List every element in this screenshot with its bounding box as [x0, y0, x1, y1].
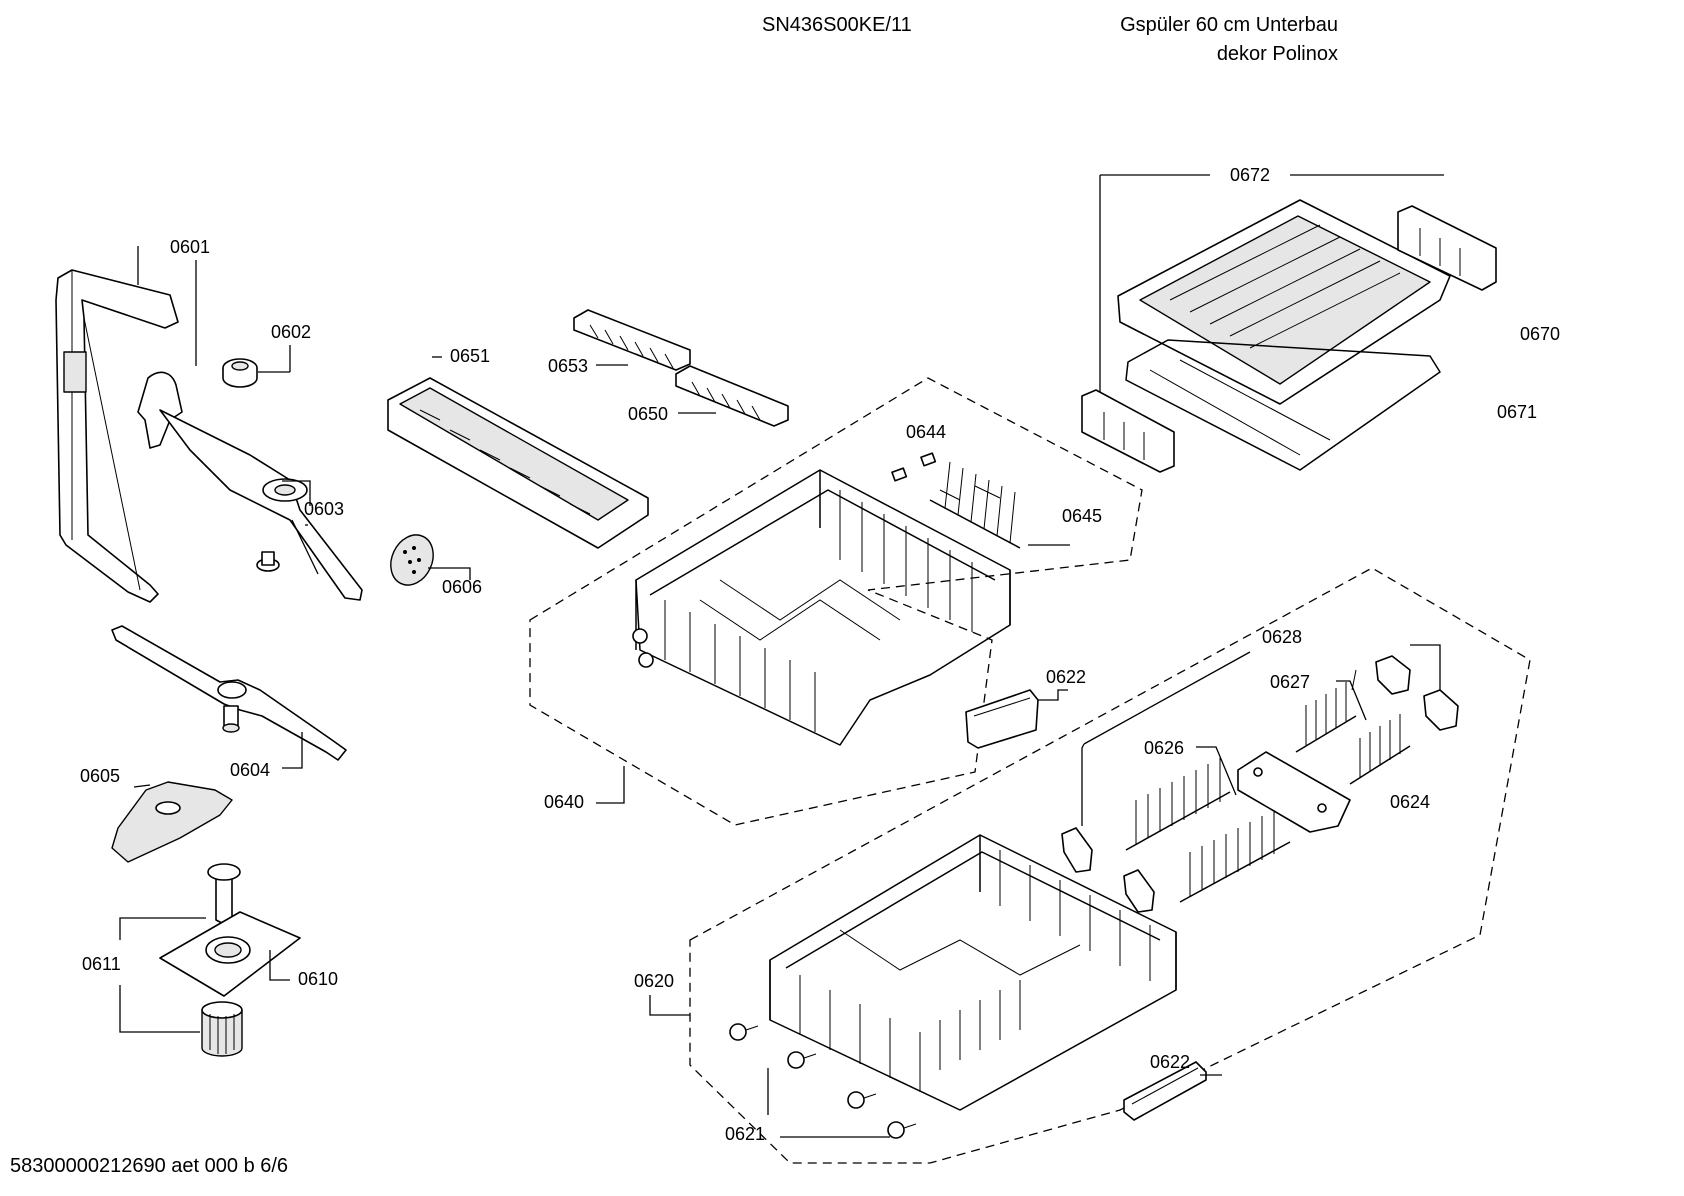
leader-0620: [649, 995, 690, 1016]
description-line-2: dekor Polinox: [1217, 43, 1338, 65]
part-0606-cap: [390, 534, 434, 586]
part-0653-rack-insert: [573, 309, 691, 371]
label-0620: 0620: [634, 971, 674, 991]
label-0602: 0602: [271, 322, 311, 342]
leader-0603-a: [282, 480, 311, 506]
part-lower-basket-clips: [1061, 827, 1155, 913]
part-0671-bracket: [1081, 389, 1175, 473]
part-0670-bracket: [1397, 205, 1497, 291]
leader-0626: [1196, 746, 1237, 796]
label-0651: 0651: [450, 346, 490, 366]
label-0603: 0603: [304, 499, 344, 519]
part-0651-cutlery-insert: [387, 377, 649, 549]
part-0650-rack-insert: [675, 365, 789, 427]
part-0604-lower-spray-arm: [111, 625, 347, 761]
model-number: SN436S00KE/11: [762, 14, 912, 36]
part-0620-lower-basket: [769, 834, 1177, 1111]
label-0624: 0624: [1390, 792, 1430, 812]
label-0627: 0627: [1270, 672, 1310, 692]
part-0610-filter-plate: [159, 863, 301, 997]
label-0601: 0601: [170, 237, 210, 257]
leader-0603-c: [291, 519, 319, 575]
lower-basket-group-outline: [689, 567, 1531, 1164]
leader-0624-clip: [1410, 644, 1441, 690]
part-0626-tine-rack: [1125, 758, 1291, 903]
part-0605-fine-filter: [111, 781, 233, 863]
part-0624-tine-rack: [1349, 714, 1411, 785]
part-0622-handle-upper: [965, 689, 1039, 749]
leader-0606: [428, 567, 471, 580]
upper-basket-group-outline: [529, 377, 1143, 826]
part-0644-clips: [891, 452, 937, 482]
part-0611-cylinder-filter: [201, 1001, 243, 1057]
label-0671: 0671: [1497, 402, 1537, 422]
part-upper-spray-arm: [137, 371, 363, 601]
leader-0610: [269, 950, 290, 981]
label-0622-lower: 0622: [1150, 1052, 1190, 1072]
label-0610: 0610: [298, 969, 338, 989]
leader-0627: [1336, 680, 1367, 721]
label-0628: 0628: [1262, 627, 1302, 647]
leader-0611-top: [119, 917, 206, 940]
leader-lower-clip: [1081, 743, 1085, 826]
part-0672-third-rack: [1117, 199, 1451, 471]
label-0604: 0604: [230, 760, 270, 780]
label-0653: 0653: [548, 356, 588, 376]
description-line-1: Gspüler 60 cm Unterbau: [1120, 14, 1338, 36]
part-0628-holder: [1237, 751, 1351, 833]
part-0627-tine-rack: [1295, 669, 1357, 753]
label-0640: 0640: [544, 792, 584, 812]
part-0645-tine-rack: [929, 461, 1021, 549]
label-0626: 0626: [1144, 738, 1184, 758]
leader-0605: [133, 784, 151, 788]
part-0624-clip-upper: [1375, 655, 1459, 731]
part-0601-supply-pipe: [55, 269, 179, 603]
leader-0622-upper: [1038, 689, 1068, 701]
label-0672: 0672: [1230, 165, 1270, 185]
part-0602-nut: [222, 358, 258, 388]
label-0606: 0606: [442, 577, 482, 597]
document-id: 58300000212690 aet 000 b 6/6: [10, 1155, 288, 1177]
label-0644: 0644: [906, 422, 946, 442]
label-0611: 0611: [82, 954, 121, 974]
label-0645: 0645: [1062, 506, 1102, 526]
leader-0628-a: [1083, 651, 1251, 745]
part-0622-handle-lower: [1123, 1061, 1207, 1121]
label-0621: 0621: [725, 1124, 765, 1144]
leader-0640: [596, 766, 625, 804]
leader-0611-bottom: [119, 985, 200, 1033]
label-0670: 0670: [1520, 324, 1560, 344]
part-0640-upper-basket: [632, 469, 1011, 746]
label-0650: 0650: [628, 404, 668, 424]
label-0605: 0605: [80, 766, 120, 786]
leader-0604: [282, 732, 303, 769]
label-0622-upper: 0622: [1046, 667, 1086, 687]
part-0621-wheels: [729, 1023, 917, 1139]
